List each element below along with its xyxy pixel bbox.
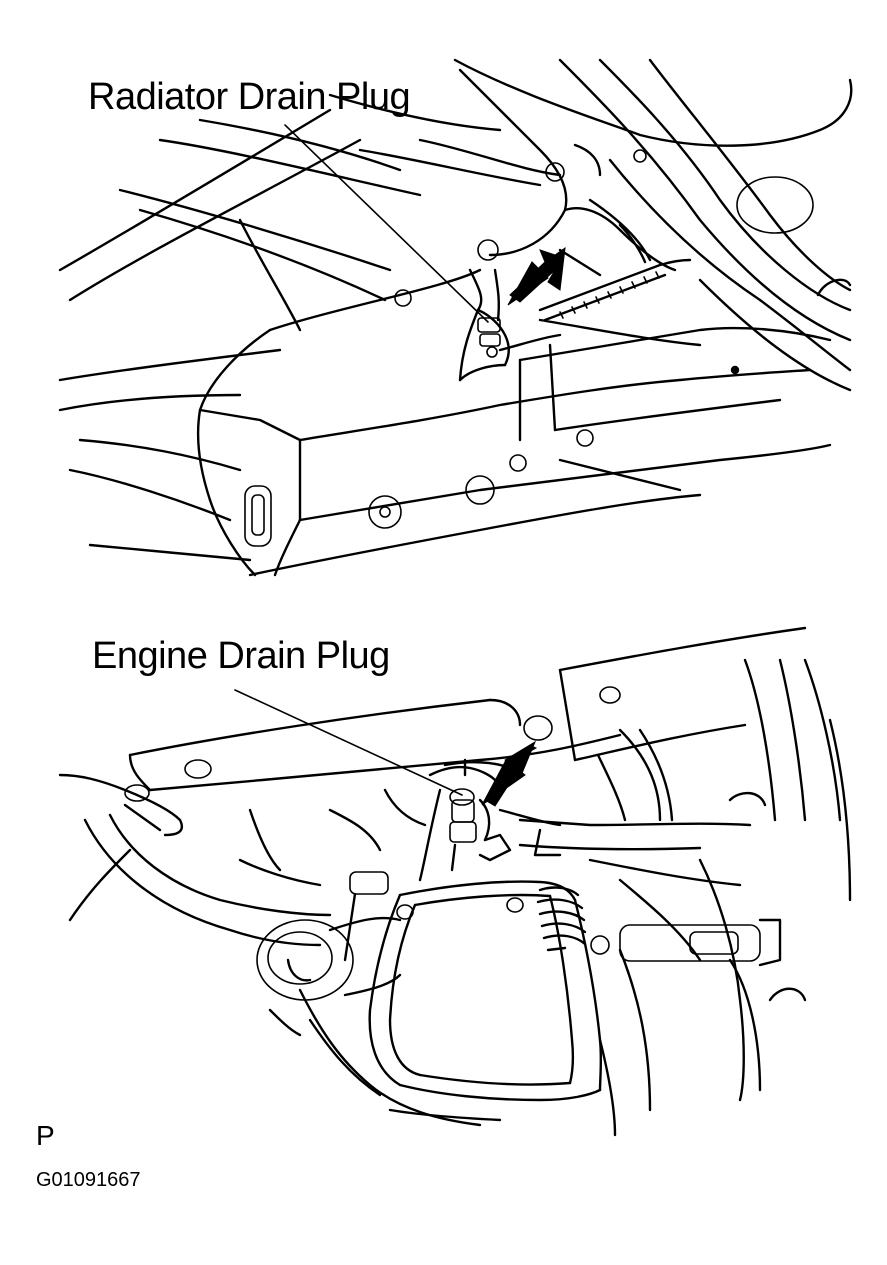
page-letter: P: [36, 1120, 55, 1151]
radiator-drain-plug-illustration: [58, 58, 853, 577]
figure-code: G01091667: [36, 1169, 141, 1191]
engine-drain-plug-label: Engine Drain Plug: [92, 635, 390, 677]
radiator-drain-plug-label: Radiator Drain Plug: [88, 76, 411, 118]
